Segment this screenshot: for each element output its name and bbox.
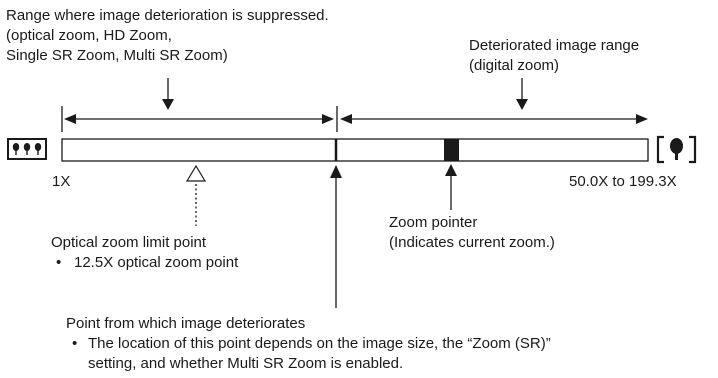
deterioration-point-leader xyxy=(330,165,342,308)
deteriorated-label-pointer xyxy=(516,78,528,110)
suppressed-range-label-line-3: Single SR Zoom, Multi SR Zoom) xyxy=(6,47,228,64)
deterioration-point-detail-line-2: setting, and whether Multi SR Zoom is en… xyxy=(88,355,404,372)
deterioration-point-bullet: • xyxy=(72,335,78,352)
suppressed-range-label-line-1: Range where image deterioration is suppr… xyxy=(6,7,329,24)
zoom-pointer-block xyxy=(444,139,459,161)
deterioration-point-detail-line-1: The location of this point depends on th… xyxy=(88,335,551,352)
zoom-min-label: 1X xyxy=(52,173,71,190)
zoom-pointer-label-line-1: Zoom pointer xyxy=(389,214,478,231)
single-tree-icon xyxy=(656,135,697,164)
deteriorated-range-label-line-2: (digital zoom) xyxy=(469,57,560,74)
zoom-max-label: 50.0X to 199.3X xyxy=(569,173,677,190)
deteriorated-range-label-line-1: Deteriorated image range xyxy=(469,37,640,54)
optical-limit-marker xyxy=(185,164,207,182)
suppressed-range-label-line-2: (optical zoom, HD Zoom, xyxy=(6,27,172,44)
deteriorated-range-arrow xyxy=(336,106,648,132)
zoom-pointer-label-line-2: (Indicates current zoom.) xyxy=(389,234,555,251)
suppressed-label-pointer xyxy=(162,78,174,110)
deterioration-point-title: Point from which image deteriorates xyxy=(66,315,306,332)
optical-limit-title: Optical zoom limit point xyxy=(51,234,207,251)
multiple-trees-icon xyxy=(7,138,47,160)
zoom-bar xyxy=(61,138,649,162)
zoom-pointer-leader xyxy=(445,164,457,210)
optical-limit-bullet: • xyxy=(56,254,62,271)
suppressed-range-arrow xyxy=(61,106,334,132)
optical-limit-detail: 12.5X optical zoom point xyxy=(74,254,239,271)
